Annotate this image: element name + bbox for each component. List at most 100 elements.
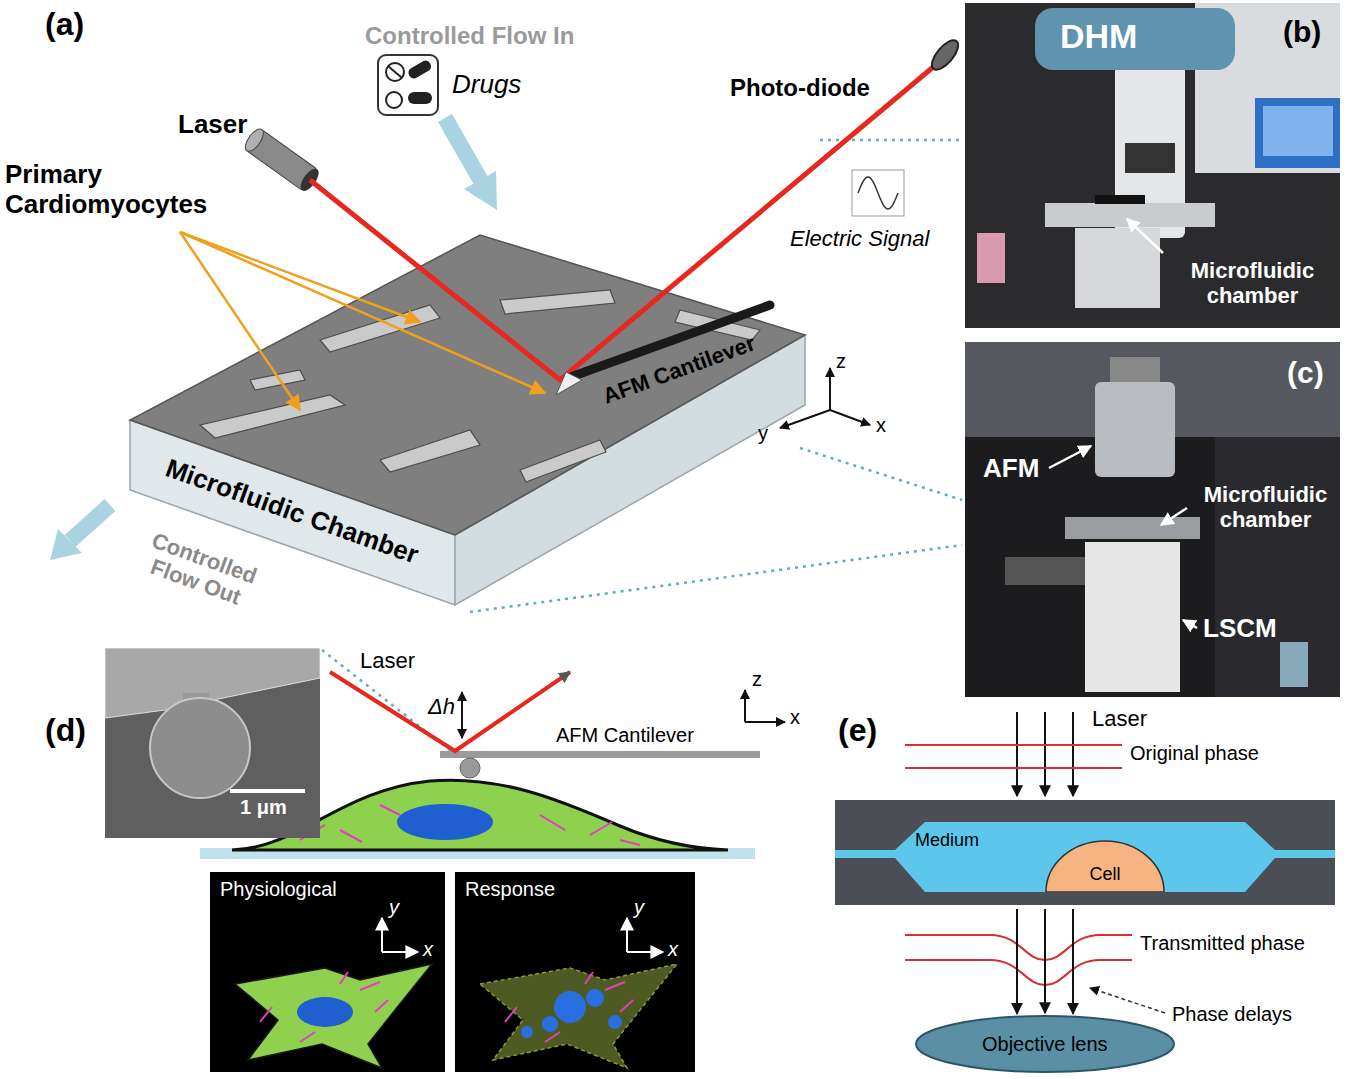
light-ray bbox=[1072, 712, 1074, 796]
objective-lens: Objective lens bbox=[915, 1015, 1175, 1073]
pill-symbol bbox=[388, 66, 402, 78]
panel-text: x bbox=[423, 938, 433, 961]
panel-text: (c) bbox=[1287, 356, 1324, 391]
panel-text: Microfluidic chamber bbox=[1193, 482, 1338, 533]
signal-label: Electric Signal bbox=[790, 226, 929, 251]
cytoskeleton-fiber bbox=[505, 1007, 517, 1022]
light-ray-connector bbox=[1016, 909, 1018, 1014]
cytoskeleton-fiber bbox=[590, 822, 612, 835]
drug-icon bbox=[378, 55, 438, 115]
panel-text: Physiological bbox=[220, 878, 337, 901]
cytoskeleton-fiber bbox=[585, 972, 593, 984]
panel-text: Response bbox=[465, 878, 555, 901]
light-ray bbox=[1016, 712, 1018, 796]
part-label: Phase delays bbox=[1172, 1003, 1292, 1026]
cytoskeleton-fiber bbox=[545, 1032, 560, 1042]
photo-background bbox=[965, 342, 1340, 697]
photo-background bbox=[965, 3, 1340, 328]
photo-panel: DHM(b)Microfluidic chamber bbox=[965, 3, 1340, 328]
panel-text: Cell bbox=[1090, 864, 1121, 885]
photo-panel: (c)AFMMicrofluidic chamberLSCM bbox=[965, 342, 1340, 697]
axis-arrow bbox=[626, 918, 628, 952]
cell-body bbox=[235, 964, 432, 1068]
laser-source bbox=[242, 126, 322, 194]
nucleus-fragment bbox=[608, 1015, 622, 1029]
laser-back bbox=[242, 126, 267, 154]
panel-label: (e) bbox=[838, 712, 877, 749]
part-label: Photo-diode bbox=[730, 74, 870, 102]
flow-label: Controlled Flow In bbox=[365, 22, 574, 50]
cytoskeleton-fiber bbox=[540, 815, 565, 830]
axis-arrow bbox=[829, 368, 831, 410]
panel-text: Medium bbox=[915, 830, 979, 851]
cell-culture-slab bbox=[130, 235, 805, 535]
part-label: Microfluidic Chamber bbox=[162, 453, 423, 570]
node-shape bbox=[455, 872, 695, 1072]
panel-text: y bbox=[389, 896, 399, 919]
scale-bar bbox=[230, 789, 305, 793]
laser-beam bbox=[330, 672, 570, 751]
wavefront bbox=[905, 744, 1122, 746]
axis-arrow bbox=[744, 690, 746, 722]
cell-shape: Cell bbox=[1045, 840, 1165, 892]
panel-text: DHM bbox=[1060, 17, 1137, 56]
pill-symbol bbox=[386, 63, 404, 81]
panel-background bbox=[210, 872, 445, 1072]
wavefront bbox=[905, 935, 1132, 960]
cell-nucleus bbox=[297, 997, 353, 1027]
wavefront bbox=[905, 767, 1122, 769]
afm-probe-sphere bbox=[460, 758, 480, 778]
cardiomyocyte-shape bbox=[500, 290, 615, 314]
callout-arrow bbox=[180, 232, 300, 410]
afm-head bbox=[1095, 382, 1175, 477]
microscope-body bbox=[1085, 542, 1180, 692]
cytoskeleton-fiber bbox=[340, 972, 348, 984]
sem-inset: 1 μm bbox=[105, 648, 320, 838]
panel-background bbox=[455, 872, 695, 1072]
afm-cantilever bbox=[568, 305, 770, 378]
cytoskeleton-fiber bbox=[360, 982, 380, 990]
panel-text: AFM bbox=[983, 454, 1039, 484]
chamber-body bbox=[835, 800, 1335, 905]
pill-symbol bbox=[386, 92, 402, 108]
cytoskeleton-fiber bbox=[260, 1007, 272, 1022]
part-label: Drugs bbox=[452, 70, 521, 100]
axis-arrow bbox=[382, 951, 418, 953]
cell-body bbox=[480, 964, 677, 1068]
part-label: Laser bbox=[360, 648, 415, 673]
capsule-symbol bbox=[407, 59, 433, 81]
afm-cantilever bbox=[440, 751, 760, 758]
photodiode-disc bbox=[927, 36, 962, 74]
axis-arrow bbox=[381, 918, 383, 952]
photodiode bbox=[927, 36, 962, 74]
part-label: Primary Cardiomyocytes bbox=[5, 160, 230, 220]
sem-sphere bbox=[150, 698, 250, 798]
nucleus-fragment bbox=[542, 1016, 558, 1032]
lens-outline bbox=[916, 1016, 1174, 1072]
cardiomyocyte-shape bbox=[320, 305, 440, 352]
nucleus-fragment bbox=[586, 989, 604, 1007]
flow-label: Controlled Flow Out bbox=[130, 524, 269, 616]
pointer-arrow bbox=[1049, 446, 1091, 468]
part-label: Laser bbox=[1092, 706, 1147, 731]
panel-text: Microfluidic chamber bbox=[1170, 258, 1335, 309]
cytoskeleton-fiber bbox=[375, 1000, 388, 1012]
part-label: AFM Cantilever bbox=[600, 330, 759, 409]
cardiomyocyte-shape bbox=[250, 370, 305, 390]
signal-box bbox=[852, 170, 904, 216]
microscope-stage bbox=[1065, 517, 1200, 539]
part-label: AFM Cantilever bbox=[556, 724, 694, 747]
nucleus-fragment bbox=[521, 1026, 533, 1038]
panel-text: x bbox=[668, 938, 678, 961]
cardiomyocyte-shape bbox=[520, 440, 606, 482]
chamber-on-stage bbox=[1095, 195, 1145, 204]
bottle bbox=[1280, 642, 1308, 687]
sine-wave bbox=[858, 177, 898, 209]
medium-bottle bbox=[977, 233, 1005, 283]
leader-arrow bbox=[1090, 988, 1165, 1013]
afm-tip bbox=[556, 372, 582, 395]
leader-line bbox=[470, 545, 962, 612]
cell-state-panel: Physiological y x bbox=[210, 872, 445, 1072]
microscope-base bbox=[1075, 228, 1160, 308]
axis-arrow bbox=[627, 951, 663, 953]
